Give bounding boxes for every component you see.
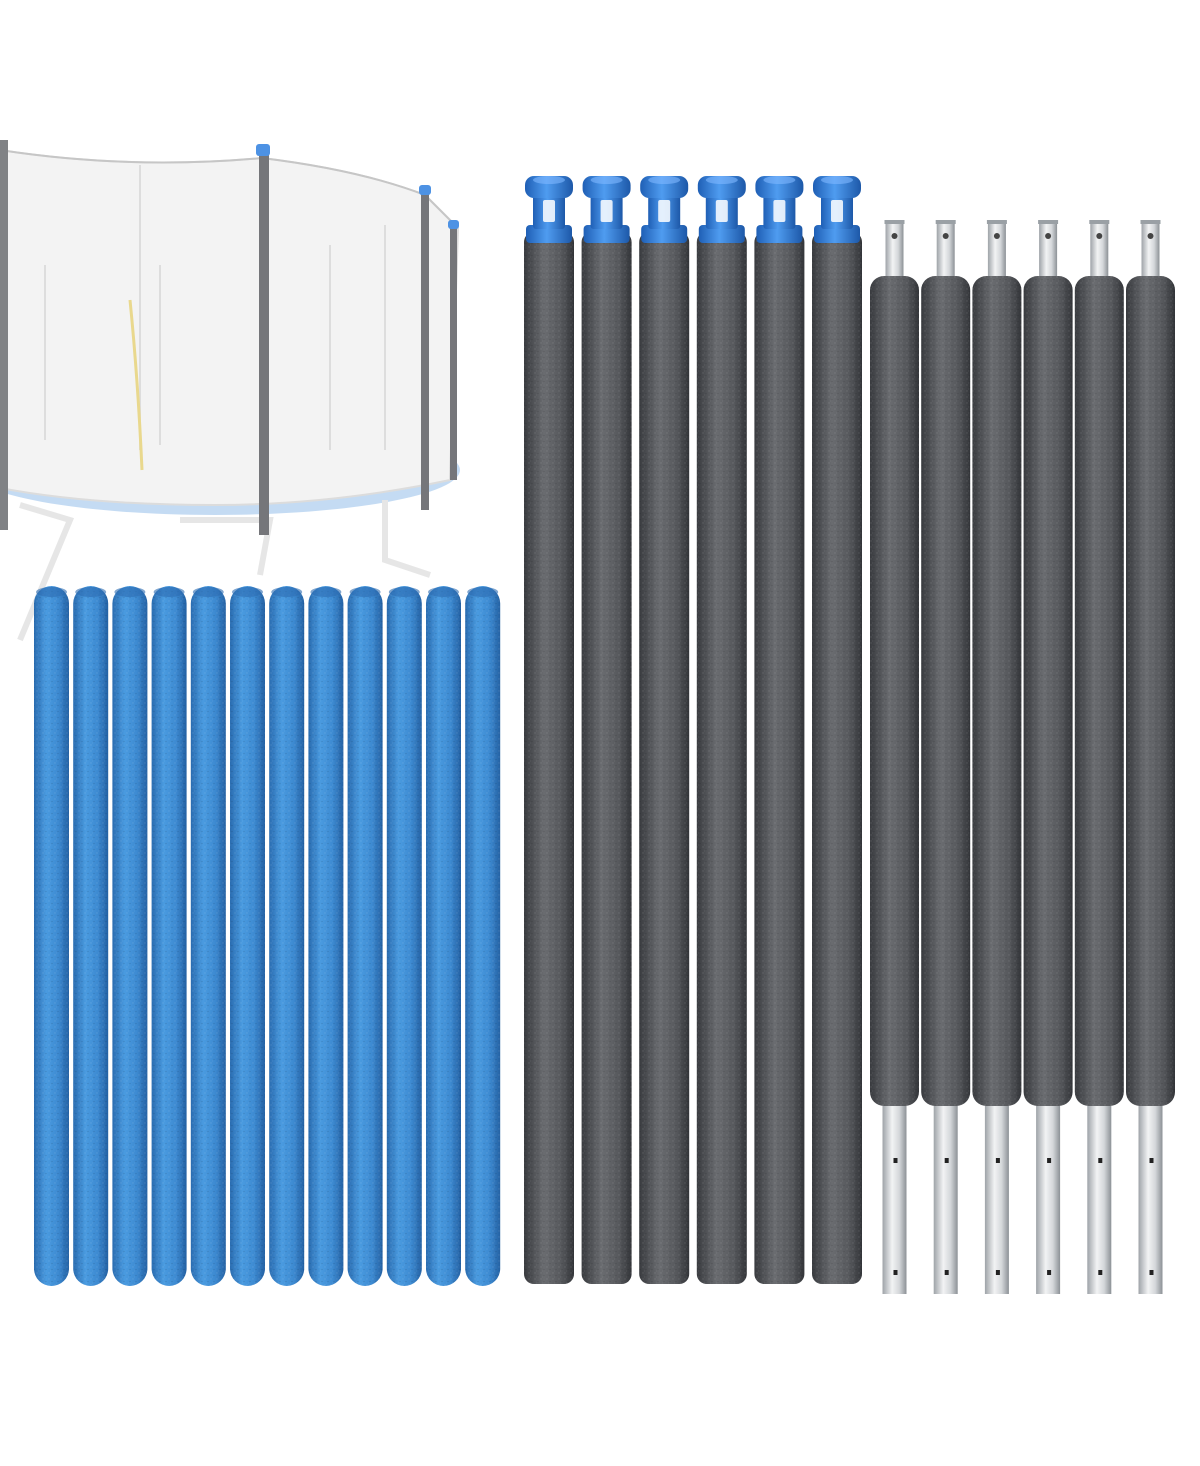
trampoline-illustration bbox=[0, 140, 460, 642]
blue-foam-sleeve bbox=[426, 586, 461, 1286]
blue-end-cap bbox=[697, 176, 746, 243]
blue-foam-sleeve bbox=[230, 586, 265, 1286]
blue-end-cap bbox=[813, 176, 861, 243]
capped-gray-pole bbox=[524, 176, 574, 1284]
trampoline-net bbox=[0, 148, 460, 507]
blue-foam-sleeve bbox=[151, 586, 187, 1286]
capped-gray-foam-poles bbox=[524, 176, 862, 1284]
capped-gray-pole bbox=[812, 176, 862, 1284]
blue-foam-sleeve bbox=[386, 586, 422, 1286]
blue-foam-sleeve bbox=[112, 586, 148, 1286]
steel-gray-foam-poles bbox=[870, 220, 1175, 1294]
steel-gray-pole bbox=[1126, 220, 1175, 1294]
blue-foam-sleeves bbox=[34, 586, 501, 1286]
steel-gray-pole bbox=[870, 220, 919, 1294]
blue-foam-sleeve bbox=[34, 586, 69, 1286]
steel-gray-pole bbox=[1023, 220, 1073, 1294]
blue-foam-sleeve bbox=[347, 586, 383, 1286]
blue-end-cap bbox=[525, 176, 573, 243]
capped-gray-pole bbox=[754, 176, 805, 1284]
blue-foam-sleeve bbox=[308, 586, 344, 1286]
capped-gray-pole bbox=[696, 176, 747, 1284]
steel-gray-pole bbox=[1074, 220, 1124, 1294]
steel-gray-pole bbox=[921, 220, 971, 1294]
blue-end-cap bbox=[640, 176, 689, 243]
steel-gray-pole bbox=[972, 220, 1022, 1294]
blue-foam-sleeve bbox=[465, 586, 501, 1286]
capped-gray-pole bbox=[639, 176, 690, 1284]
blue-end-cap bbox=[582, 176, 631, 243]
blue-foam-sleeve bbox=[269, 586, 305, 1286]
blue-end-cap bbox=[755, 176, 804, 243]
blue-foam-sleeve bbox=[190, 586, 226, 1286]
capped-gray-pole bbox=[581, 176, 632, 1284]
blue-foam-sleeve bbox=[73, 586, 109, 1286]
